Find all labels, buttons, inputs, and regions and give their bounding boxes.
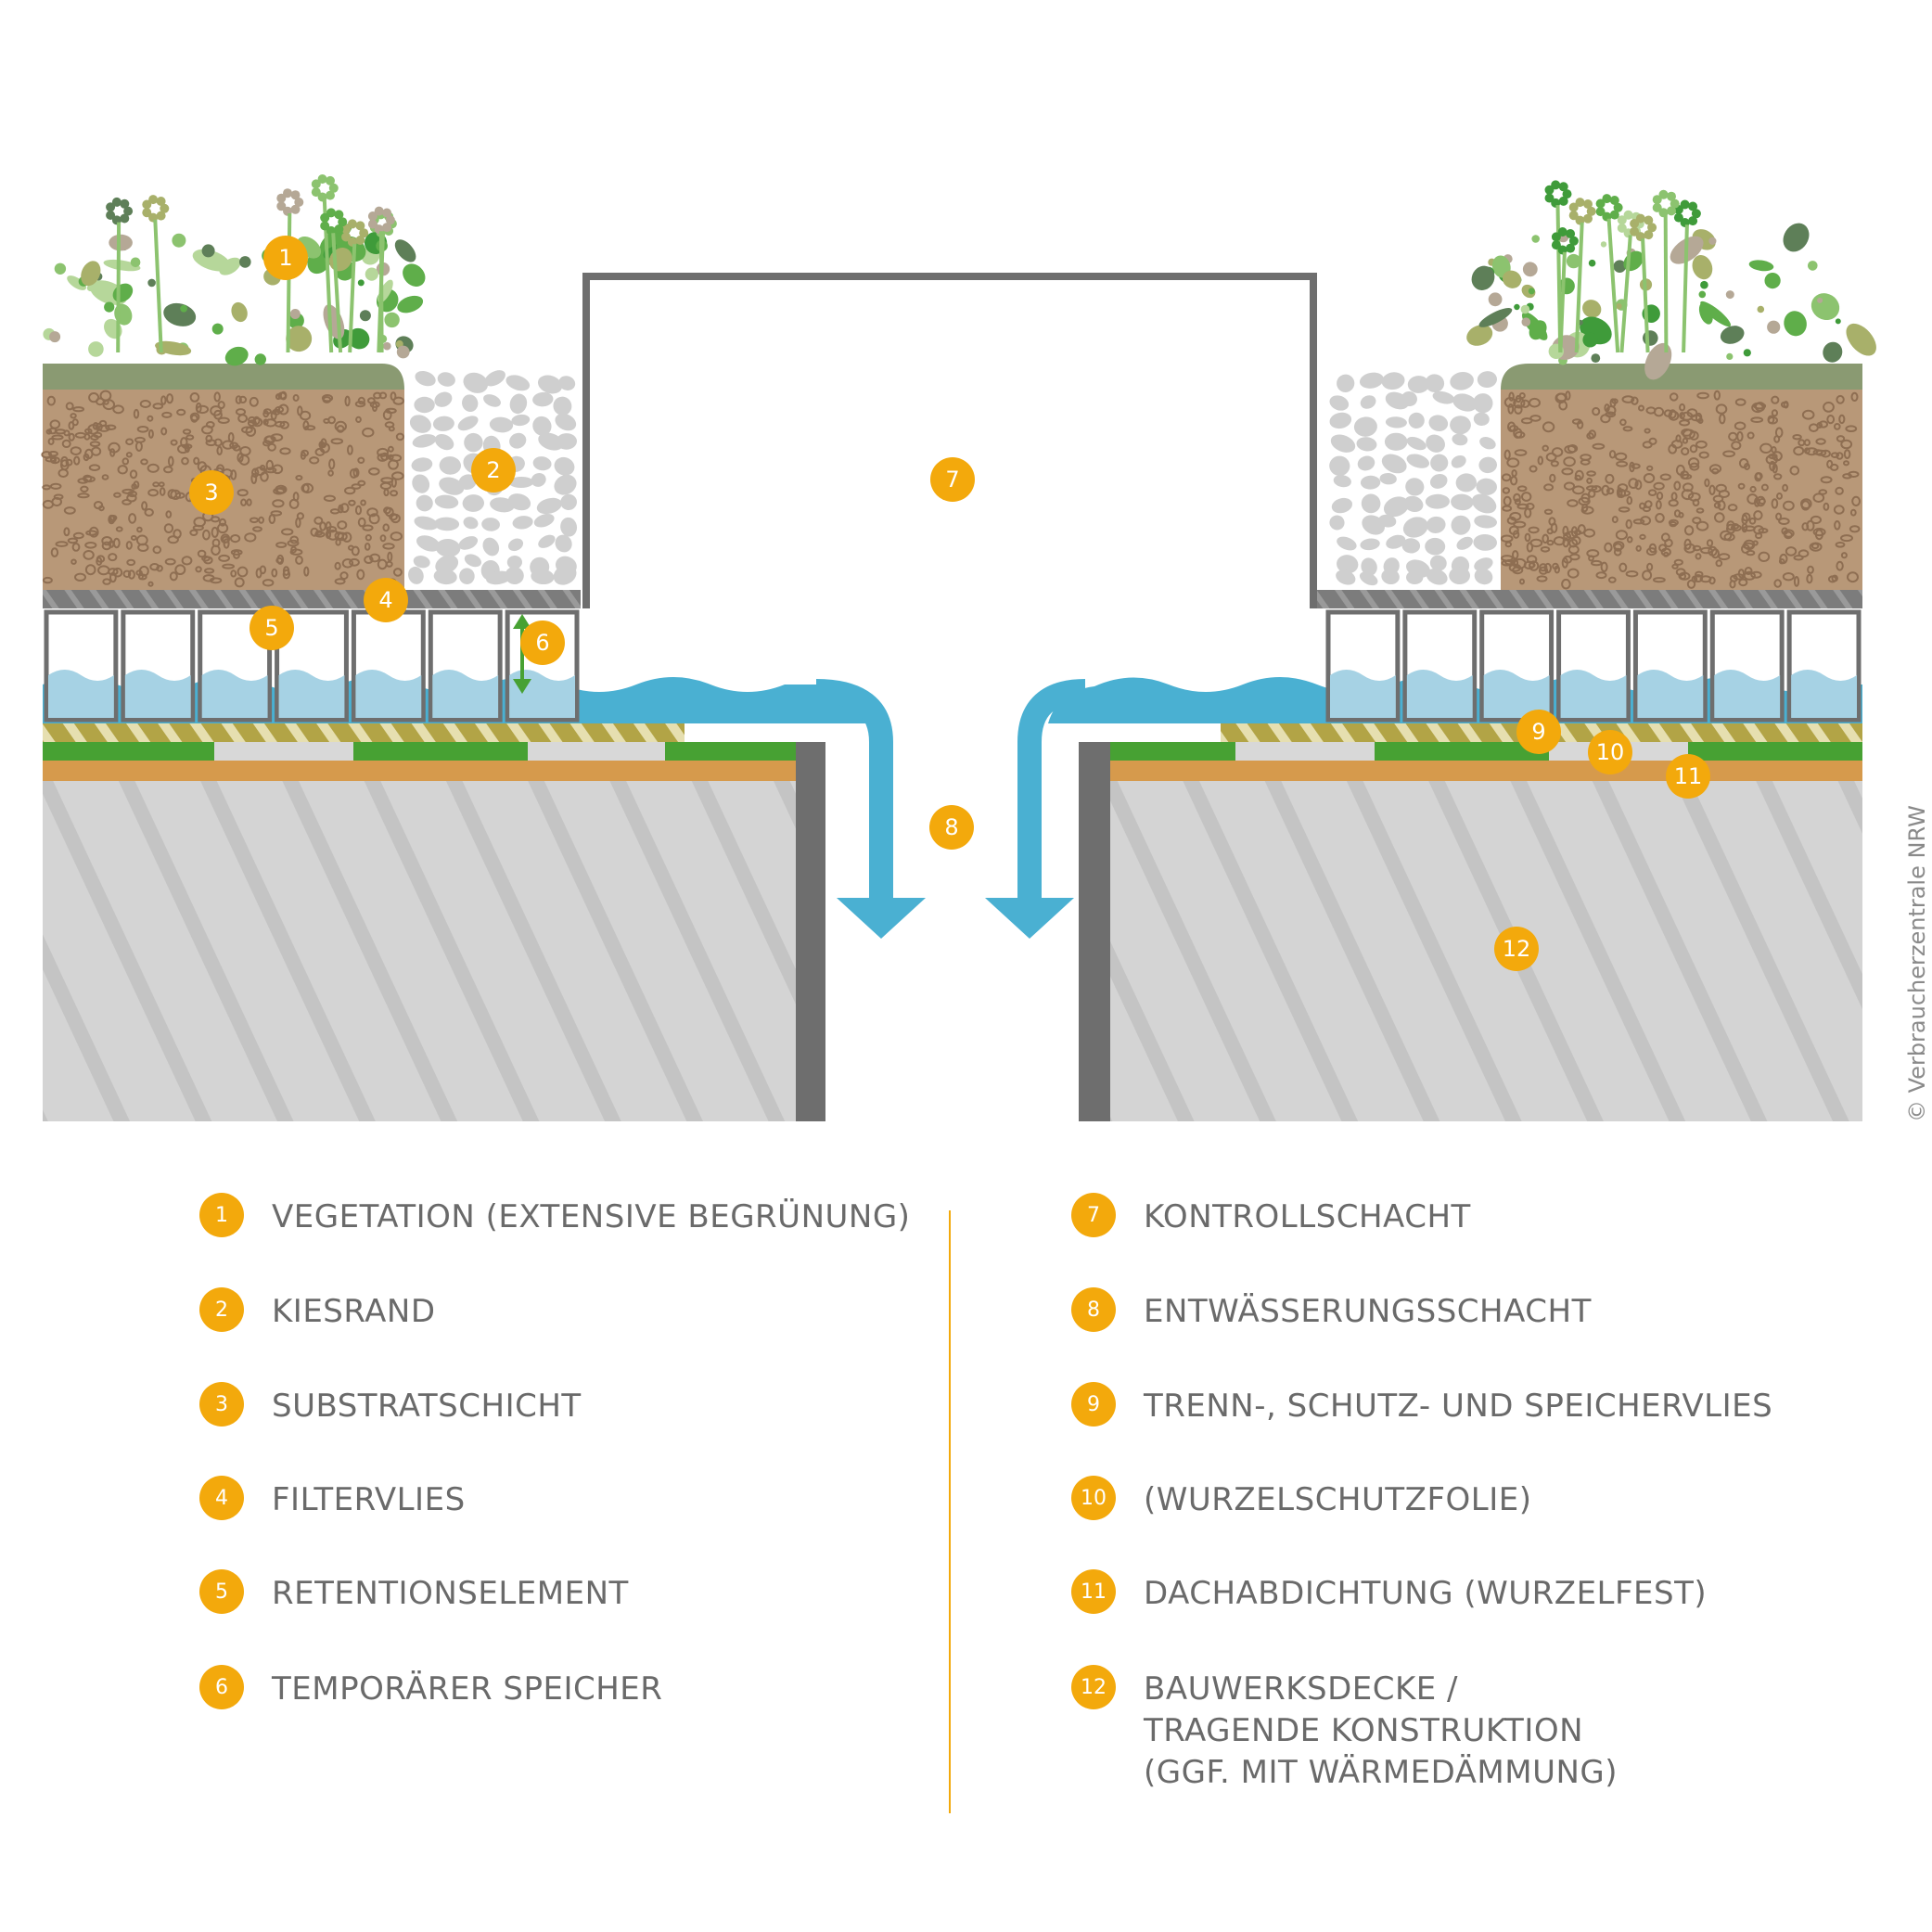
retention-cell [1709, 609, 1785, 723]
legend-item-11: 11 DACHABDICHTUNG (WURZELFEST) [1071, 1569, 1708, 1615]
marker-4: 4 [364, 578, 408, 622]
copyright-notice: © Verbraucherzentrale NRW [1904, 805, 1930, 1122]
legend-label: TRENN-, SCHUTZ- UND SPEICHERVLIES [1144, 1388, 1773, 1425]
legend-label: ENTWÄSSERUNGSSCHACHT [1144, 1293, 1592, 1330]
storage-level-arrow [513, 614, 531, 694]
legend-label: KIESRAND [272, 1293, 436, 1330]
marker-number: 7 [945, 467, 959, 493]
legend-badge: 7 [1071, 1193, 1116, 1237]
legend-item-9: 9 TRENN-, SCHUTZ- UND SPEICHERVLIES [1071, 1382, 1773, 1427]
retention-cell [428, 609, 503, 723]
marker-number: 11 [1674, 763, 1703, 789]
marker-number: 1 [278, 245, 292, 271]
retention-cell [1402, 609, 1478, 723]
retention-cell [1556, 609, 1631, 723]
marker-11: 11 [1666, 754, 1710, 799]
vegetation-mat [43, 364, 1862, 390]
retention-cell [1632, 609, 1708, 723]
legend-badge: 4 [199, 1476, 244, 1520]
legend-item-8: 8 ENTWÄSSERUNGSSCHACHT [1071, 1287, 1592, 1333]
marker-number: 4 [378, 587, 392, 613]
legend-item-4: 4 FILTERVLIES [199, 1476, 466, 1521]
retention-cell [505, 609, 580, 723]
legend-label: VEGETATION (EXTENSIVE BEGRÜNUNG) [272, 1198, 911, 1235]
marker-7: 7 [930, 457, 975, 502]
marker-number: 10 [1596, 739, 1625, 765]
marker-6: 6 [520, 621, 565, 665]
legend-badge: 8 [1071, 1287, 1116, 1332]
legend-badge: 12 [1071, 1665, 1116, 1709]
retention-cell [1325, 609, 1401, 723]
legend-divider [949, 1210, 951, 1813]
marker-1: 1 [263, 236, 308, 280]
gravel-edge [404, 364, 1501, 590]
marker-number: 8 [944, 814, 958, 840]
marker-number: 6 [535, 630, 549, 656]
vegetation-plants [43, 174, 1876, 380]
marker-number: 9 [1531, 719, 1545, 745]
marker-9: 9 [1516, 710, 1561, 754]
legend-label: (WURZELSCHUTZFOLIE) [1144, 1481, 1532, 1518]
marker-number: 3 [204, 480, 218, 505]
filter-fleece [43, 590, 1862, 608]
legend-item-3: 3 SUBSTRATSCHICHT [199, 1382, 582, 1427]
legend-item-6: 6 TEMPORÄRER SPEICHER [199, 1665, 663, 1710]
legend-label: RETENTIONSELEMENT [272, 1575, 629, 1612]
legend-badge: 9 [1071, 1382, 1116, 1427]
root-protection-foil [43, 742, 1862, 761]
legend-badge: 3 [199, 1382, 244, 1427]
retention-cell [44, 609, 119, 723]
drainage-arrows [815, 679, 1086, 939]
legend-badge: 2 [199, 1287, 244, 1332]
marker-8: 8 [929, 805, 974, 850]
legend-item-12: 12 BAUWERKSDECKE / TRAGENDE KONSTRUKTION… [1071, 1665, 1619, 1794]
legend-item-5: 5 RETENTIONSELEMENT [199, 1569, 629, 1615]
legend-item-2: 2 KIESRAND [199, 1287, 436, 1333]
protection-fleece [43, 723, 1862, 742]
retention-cell [351, 609, 426, 723]
legend-badge: 1 [199, 1193, 244, 1237]
marker-5: 5 [249, 606, 294, 650]
inspection-shaft [582, 273, 1317, 608]
roof-waterproofing [43, 761, 1862, 781]
legend-label: SUBSTRATSCHICHT [272, 1388, 582, 1425]
legend-item-1: 1 VEGETATION (EXTENSIVE BEGRÜNUNG) [199, 1193, 911, 1238]
legend-label: BAUWERKSDECKE / TRAGENDE KONSTRUKTION (G… [1144, 1670, 1619, 1791]
marker-number: 2 [486, 457, 500, 483]
marker-10: 10 [1588, 730, 1632, 774]
retention-elements [44, 609, 580, 723]
legend-badge: 5 [199, 1569, 244, 1614]
marker-3: 3 [189, 470, 234, 515]
legend-item-10: 10 (WURZELSCHUTZFOLIE) [1071, 1476, 1532, 1521]
drainage-shaft-walls [796, 742, 1110, 1121]
retention-cell [1479, 609, 1555, 723]
legend-label: DACHABDICHTUNG (WURZELFEST) [1144, 1575, 1708, 1612]
retention-elements-right [1325, 609, 1862, 723]
marker-number: 12 [1503, 936, 1531, 962]
legend-label: TEMPORÄRER SPEICHER [272, 1670, 663, 1708]
marker-12: 12 [1494, 927, 1539, 971]
marker-2: 2 [471, 448, 516, 493]
legend-badge: 6 [199, 1665, 244, 1709]
legend-label: FILTERVLIES [272, 1481, 466, 1518]
marker-number: 5 [264, 615, 278, 641]
retention-cell [1786, 609, 1862, 723]
legend-label: KONTROLLSCHACHT [1144, 1198, 1471, 1235]
legend-badge: 11 [1071, 1569, 1116, 1614]
structural-slab [43, 781, 1862, 1121]
retention-cell [121, 609, 196, 723]
legend-item-7: 7 KONTROLLSCHACHT [1071, 1193, 1471, 1238]
legend-badge: 10 [1071, 1476, 1116, 1520]
